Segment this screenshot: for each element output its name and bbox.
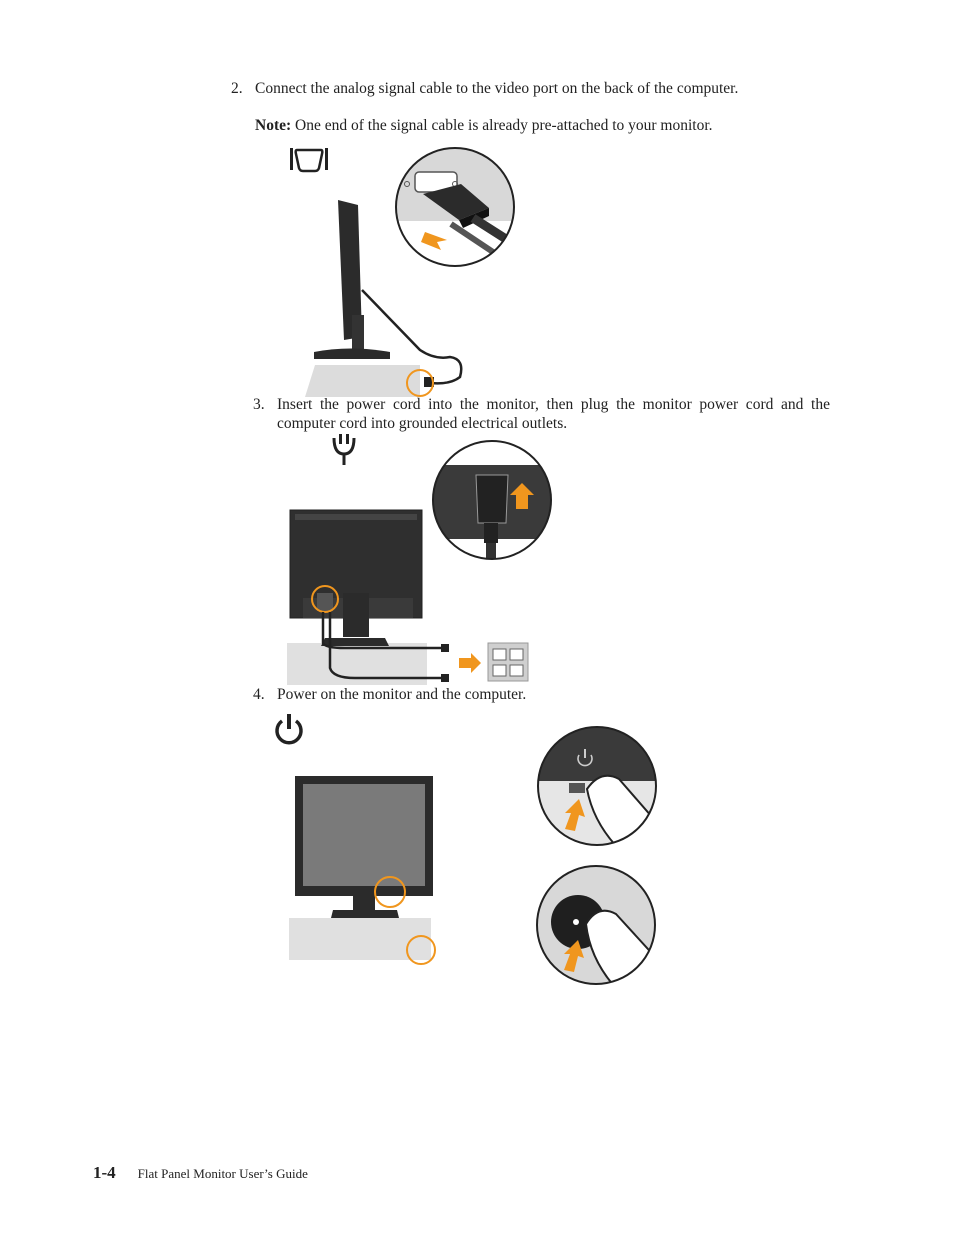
- step-text: Connect the analog signal cable to the v…: [255, 80, 739, 97]
- step-text: Insert the power cord into the monitor, …: [277, 396, 830, 432]
- vga-connector-zoom-illustration: [395, 147, 515, 267]
- computer-power-button-zoom-illustration: [536, 865, 656, 985]
- step-3: 3. Insert the power cord into the monito…: [253, 395, 830, 433]
- step-number: 2.: [231, 80, 243, 97]
- footer: 1-4 Flat Panel Monitor User’s Guide: [93, 1163, 308, 1183]
- monitor-power-button-zoom-illustration: [537, 726, 657, 846]
- vga-port-icon: [290, 148, 328, 173]
- step-2: 2. Connect the analog signal cable to th…: [231, 79, 835, 98]
- document-title: Flat Panel Monitor User’s Guide: [137, 1166, 308, 1181]
- note-label: Note:: [255, 117, 292, 134]
- power-connector-zoom-illustration: [432, 440, 552, 560]
- monitor-back-view-illustration: [287, 509, 529, 685]
- monitor-front-view-illustration: [289, 776, 436, 965]
- step-4: 4. Power on the monitor and the computer…: [253, 685, 830, 704]
- step-number: 4.: [253, 686, 265, 703]
- note-text: One end of the signal cable is already p…: [295, 117, 713, 134]
- note: Note: One end of the signal cable is alr…: [255, 116, 835, 135]
- step-number: 3.: [253, 396, 265, 413]
- step-text: Power on the monitor and the computer.: [277, 686, 527, 703]
- power-plug-icon: [332, 434, 356, 465]
- power-button-icon: [275, 714, 303, 745]
- monitor-side-view-illustration: [305, 200, 463, 397]
- page-number: 1-4: [93, 1163, 116, 1182]
